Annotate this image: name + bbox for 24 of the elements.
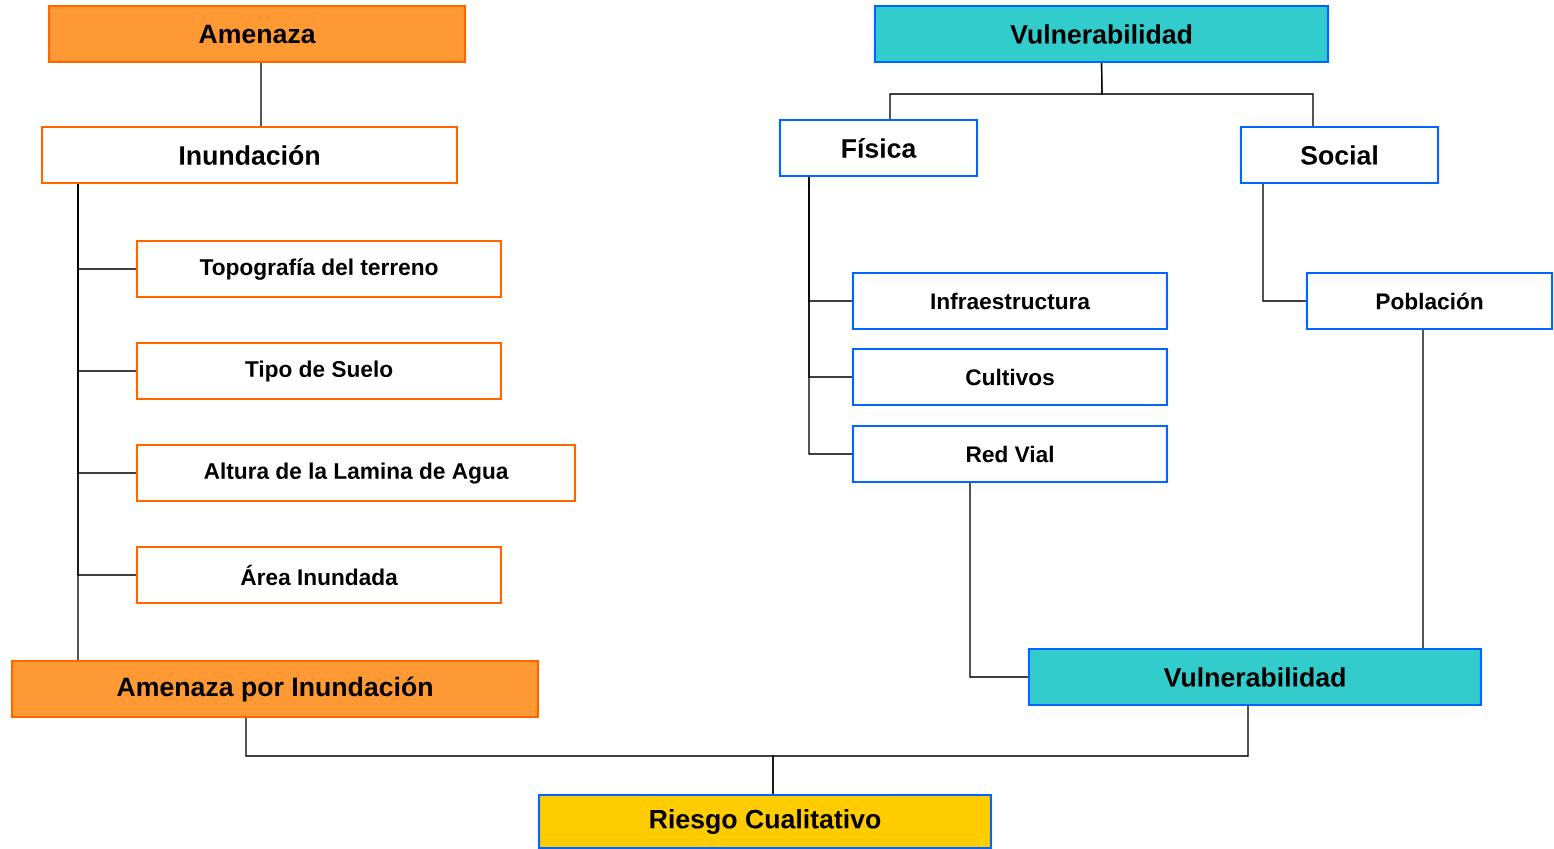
connector-line — [260, 62, 262, 127]
category-box: Inundación — [40, 125, 459, 185]
connector-line — [77, 183, 79, 661]
category-box: Física — [778, 118, 979, 178]
connector-line — [1262, 183, 1307, 302]
connector-line — [772, 705, 1249, 795]
factor-box: Tipo de Suelo — [135, 341, 503, 401]
factor-box: Infraestructura — [851, 271, 1169, 331]
connector-line — [808, 176, 853, 455]
factor-box: Topografía del terreno — [135, 239, 503, 299]
result-box: Vulnerabilidad — [1027, 647, 1483, 707]
factor-box: Red Vial — [851, 424, 1169, 484]
category-box: Social — [1239, 125, 1440, 185]
heading-box: Vulnerabilidad — [873, 4, 1330, 64]
heading-box: Amenaza — [47, 4, 467, 64]
factor-box: Altura de la Lamina de Agua — [135, 443, 577, 503]
result-box: Riesgo Cualitativo — [537, 793, 993, 849]
factor-box: Área Inundada — [135, 545, 503, 605]
connector-line — [969, 482, 1029, 678]
result-box: Amenaza por Inundación — [10, 659, 540, 719]
factor-box: Población — [1305, 271, 1554, 331]
factor-box: Cultivos — [851, 347, 1169, 407]
connector-line — [1422, 329, 1424, 649]
connector-line — [1100, 62, 1314, 127]
